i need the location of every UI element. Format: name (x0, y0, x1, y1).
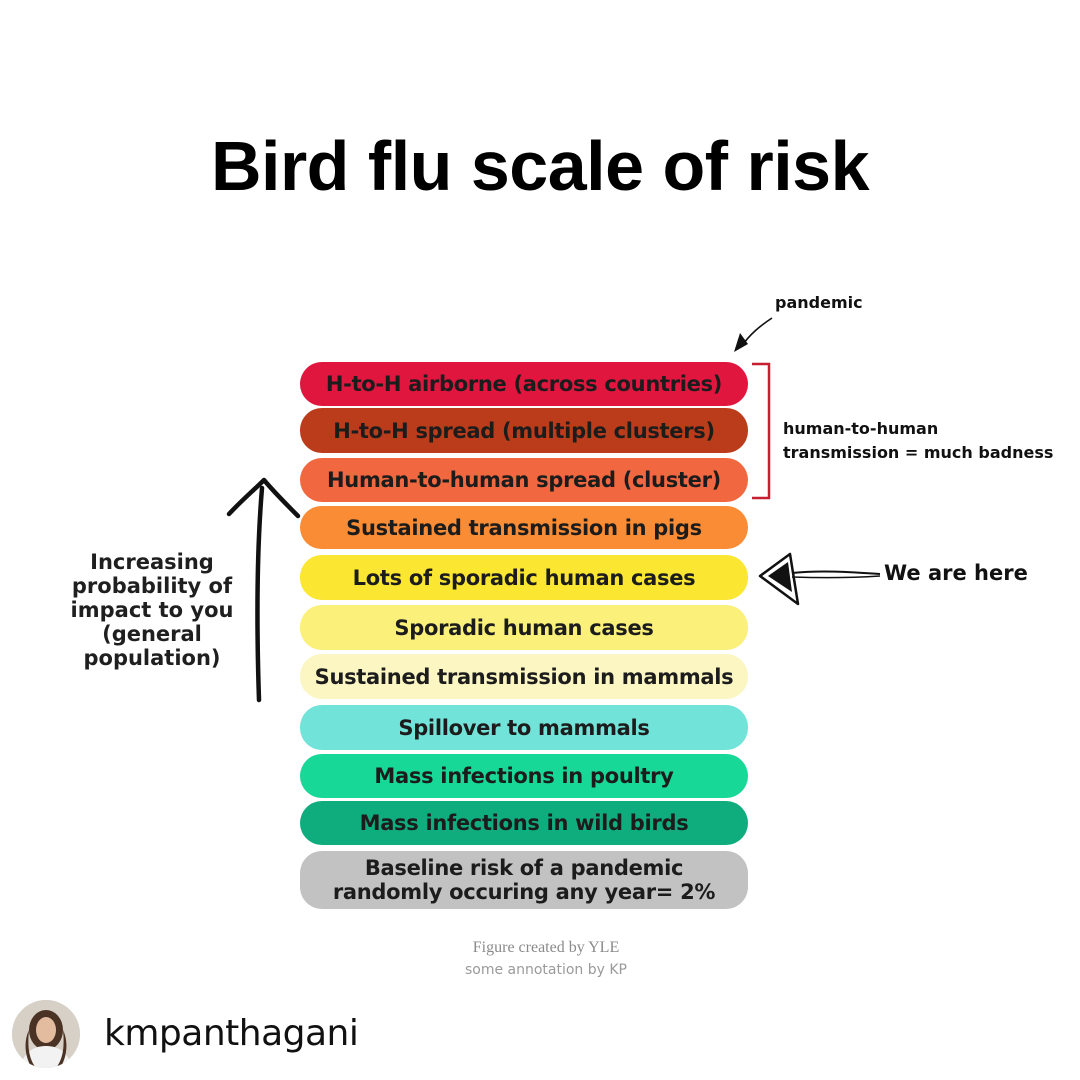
risk-level: Sustained transmission in mammals (300, 654, 748, 699)
avatar-icon (12, 1000, 80, 1068)
risk-level-label: Lots of sporadic human cases (352, 565, 696, 590)
human-to-human-note: human-to-human transmission = much badne… (783, 417, 1073, 465)
we-are-here-label: We are here (884, 561, 1028, 585)
h2h-note-line: human-to-human (783, 419, 939, 438)
risk-level-label: Human-to-human spread (cluster) (327, 468, 721, 492)
probability-line: population) (83, 646, 221, 670)
probability-line: impact to you (70, 598, 234, 622)
risk-level: Human-to-human spread (cluster) (300, 458, 748, 502)
probability-line: probability of (71, 574, 233, 598)
risk-level: Sustained transmission in pigs (300, 506, 748, 549)
h2h-bracket (752, 362, 771, 500)
annotation-credit: some annotation by KP (464, 962, 628, 978)
risk-level-label: Sustained transmission in pigs (346, 515, 702, 540)
risk-level-label: Sporadic human cases (394, 615, 654, 640)
h2h-note-line: transmission = much badness (783, 443, 1054, 462)
risk-level-label: H-to-H airborne (across countries) (325, 372, 723, 396)
risk-level-label: Mass infections in poultry (374, 764, 674, 788)
increase-arrow-icon (226, 477, 301, 703)
risk-level: H-to-H spread (multiple clusters) (300, 408, 748, 453)
pandemic-label: pandemic (775, 293, 863, 312)
probability-label: Increasing probability of impact to you … (52, 550, 252, 670)
risk-level: Spillover to mammals (300, 705, 748, 750)
risk-level-label: Spillover to mammals (398, 715, 650, 740)
risk-level: H-to-H airborne (across countries) (300, 362, 748, 406)
we-are-here-arrow-icon (758, 552, 881, 606)
account-username[interactable]: kmpanthagani (104, 1013, 359, 1054)
risk-level-label: H-to-H spread (multiple clusters) (333, 418, 715, 443)
risk-level: Sporadic human cases (300, 605, 748, 650)
risk-level-label: Mass infections in wild birds (359, 811, 689, 835)
figure-credit: Figure created by YLE (472, 939, 620, 956)
avatar[interactable] (12, 1000, 80, 1068)
risk-level-label: Sustained transmission in mammals (314, 664, 734, 689)
risk-level: Mass infections in poultry (300, 754, 748, 798)
pandemic-arrow-icon (734, 317, 773, 352)
risk-level: Mass infections in wild birds (300, 801, 748, 845)
page-title: Bird flu scale of risk (210, 127, 870, 205)
probability-line: Increasing (90, 550, 214, 574)
probability-line: (general (102, 622, 202, 646)
risk-level: Lots of sporadic human cases (300, 555, 748, 600)
